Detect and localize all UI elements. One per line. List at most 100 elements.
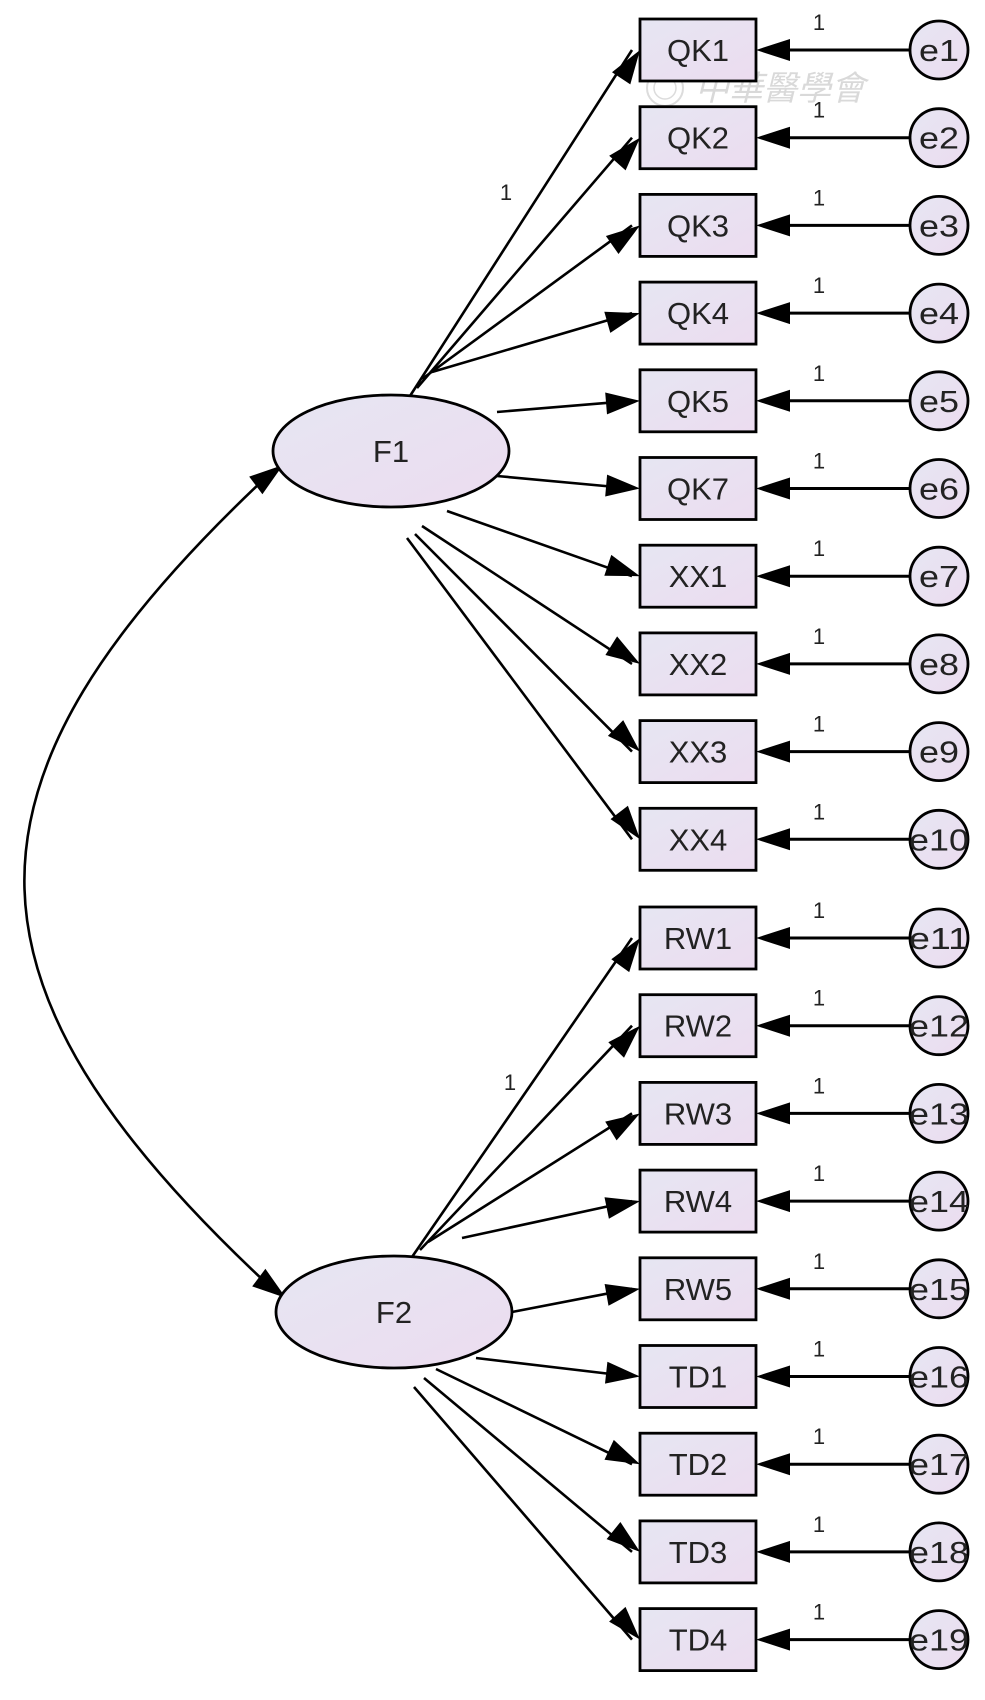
loading-path-qk4 bbox=[431, 311, 633, 374]
indicator-label: RW2 bbox=[664, 1009, 732, 1044]
loading-path-xx3 bbox=[414, 533, 633, 753]
indicator-box-qk1 bbox=[638, 17, 758, 83]
error-path-label: 1 bbox=[813, 1337, 825, 1362]
error-node-e10 bbox=[908, 808, 970, 870]
error-arrowhead-e15 bbox=[756, 1277, 790, 1300]
error-arrowhead-e16 bbox=[756, 1365, 790, 1388]
indicator-label: QK5 bbox=[667, 384, 729, 419]
error-node-e18 bbox=[908, 1521, 970, 1583]
error-label: e6 bbox=[919, 472, 959, 507]
paths-layer bbox=[23, 39, 910, 1651]
fixed-loading-label: 1 bbox=[500, 180, 512, 205]
error-label: e1 bbox=[919, 33, 959, 68]
error-arrowhead-e1 bbox=[756, 39, 790, 61]
loading-arrowhead-rw1 bbox=[611, 938, 640, 973]
loading-path-rw3 bbox=[427, 1112, 633, 1244]
latent-label: F2 bbox=[376, 1295, 412, 1330]
error-path-label: 1 bbox=[813, 799, 825, 824]
error-arrowhead-e13 bbox=[756, 1102, 790, 1125]
loading-path-qk2 bbox=[416, 136, 633, 389]
indicator-box-xx1 bbox=[638, 543, 758, 609]
loading-arrowhead-qk1 bbox=[612, 50, 640, 85]
loading-arrowhead-qk7 bbox=[605, 474, 640, 497]
indicator-label: TD2 bbox=[669, 1447, 728, 1482]
loading-path-td2 bbox=[435, 1367, 633, 1466]
error-label: e9 bbox=[919, 735, 959, 770]
indicator-box-rw3 bbox=[638, 1081, 758, 1146]
error-arrowhead-e17 bbox=[756, 1453, 790, 1476]
error-node-e16 bbox=[908, 1346, 970, 1407]
loading-path-xx4 bbox=[405, 537, 634, 841]
indicator-label: TD3 bbox=[669, 1535, 728, 1570]
error-arrowhead-e4 bbox=[756, 302, 790, 325]
error-node-e14 bbox=[908, 1170, 970, 1232]
loading-arrowhead-qk3 bbox=[605, 225, 640, 254]
error-label: e10 bbox=[909, 822, 969, 857]
indicator-box-qk2 bbox=[638, 105, 758, 171]
error-node-e19 bbox=[908, 1609, 970, 1670]
error-path-label: 1 bbox=[813, 98, 825, 123]
indicator-box-rw5 bbox=[638, 1256, 758, 1322]
indicator-label: RW4 bbox=[664, 1184, 732, 1219]
error-node-e7 bbox=[908, 545, 970, 607]
error-arrowhead-e9 bbox=[756, 740, 790, 763]
indicator-label: RW1 bbox=[664, 921, 732, 956]
loading-arrowhead-xx1 bbox=[604, 554, 640, 577]
error-label: e5 bbox=[919, 384, 959, 419]
indicator-label: TD4 bbox=[669, 1623, 728, 1658]
error-arrowhead-e8 bbox=[756, 652, 790, 675]
error-node-e1 bbox=[908, 19, 970, 81]
indicator-box-td2 bbox=[638, 1431, 758, 1497]
indicator-box-xx2 bbox=[638, 631, 758, 697]
error-label: e4 bbox=[919, 296, 959, 331]
error-path-label: 1 bbox=[813, 1249, 825, 1274]
error-label: e16 bbox=[909, 1360, 969, 1395]
error-label: e7 bbox=[919, 559, 959, 594]
indicator-label: XX3 bbox=[669, 735, 728, 770]
error-node-e3 bbox=[908, 194, 970, 256]
error-path-label: 1 bbox=[813, 1161, 825, 1186]
error-path-label: 1 bbox=[813, 449, 825, 474]
error-path-label: 1 bbox=[813, 185, 825, 210]
error-label: e14 bbox=[909, 1184, 969, 1219]
error-label: e3 bbox=[919, 208, 959, 243]
error-node-e11 bbox=[908, 907, 970, 969]
loading-path-rw2 bbox=[419, 1024, 633, 1251]
loading-path-qk1 bbox=[408, 49, 634, 397]
error-node-e17 bbox=[908, 1433, 970, 1495]
indicator-label: QK4 bbox=[667, 296, 729, 331]
error-path-label: 1 bbox=[813, 986, 825, 1011]
loading-path-rw1 bbox=[410, 937, 634, 1258]
error-arrowhead-e11 bbox=[756, 927, 790, 949]
error-node-e2 bbox=[908, 107, 970, 169]
loading-arrowhead-xx3 bbox=[607, 720, 640, 752]
indicator-box-qk4 bbox=[638, 280, 758, 346]
loading-path-td3 bbox=[423, 1377, 633, 1553]
error-node-e4 bbox=[908, 282, 970, 344]
error-label: e8 bbox=[919, 647, 959, 682]
error-arrowhead-e6 bbox=[756, 477, 790, 500]
indicator-box-rw2 bbox=[638, 993, 758, 1059]
error-path-label: 1 bbox=[813, 712, 825, 737]
loading-path-td1 bbox=[475, 1356, 633, 1378]
error-path-label: 1 bbox=[813, 536, 825, 561]
error-path-label: 1 bbox=[813, 361, 825, 386]
error-node-e8 bbox=[908, 633, 970, 695]
indicator-box-qk3 bbox=[638, 192, 758, 258]
loading-arrowhead-rw2 bbox=[608, 1025, 640, 1058]
indicator-label: QK7 bbox=[667, 472, 729, 507]
loading-arrowhead-td2 bbox=[604, 1439, 640, 1465]
loading-arrowhead-qk2 bbox=[609, 137, 640, 171]
indicator-label: XX1 bbox=[669, 559, 728, 594]
indicator-box-td3 bbox=[638, 1519, 758, 1585]
error-path-label: 1 bbox=[813, 273, 825, 298]
error-label: e15 bbox=[909, 1272, 969, 1307]
loading-path-rw4 bbox=[461, 1199, 633, 1240]
loading-path-xx2 bbox=[421, 524, 633, 665]
indicator-label: QK3 bbox=[667, 208, 729, 243]
loading-arrowhead-td3 bbox=[606, 1522, 640, 1552]
loading-path-xx1 bbox=[446, 509, 633, 578]
indicator-label: TD1 bbox=[669, 1360, 728, 1395]
error-label: e13 bbox=[909, 1096, 969, 1131]
